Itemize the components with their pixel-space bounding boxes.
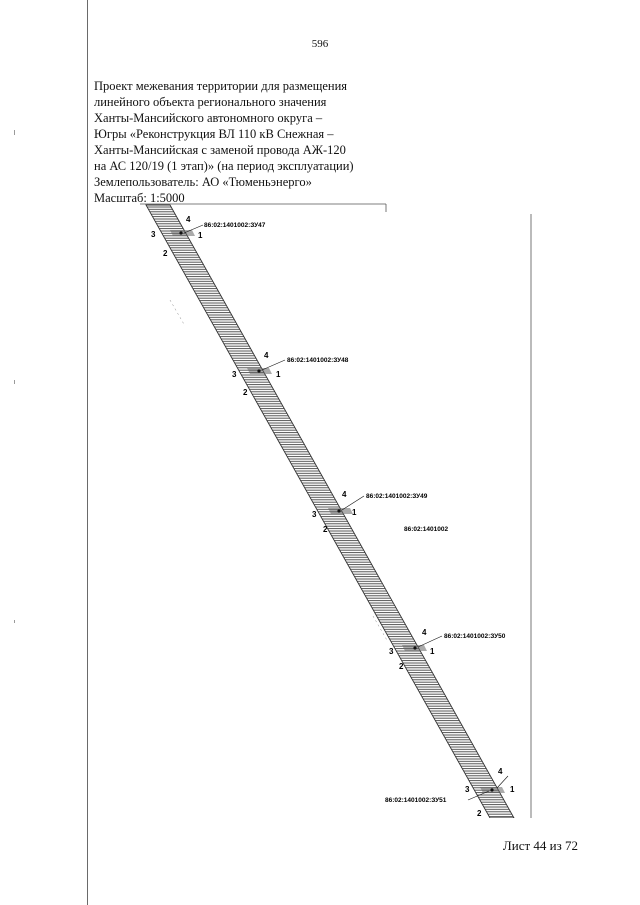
binding-margin-line: [87, 0, 88, 905]
vertex-label: 2: [323, 525, 328, 534]
parcel-label: 86:02:1401002:ЗУ50: [444, 633, 506, 640]
vertex-label: 4: [186, 215, 191, 224]
vertex-label: 1: [510, 785, 515, 794]
title-line: Ханты-Мансийская с заменой провода АЖ-12…: [94, 143, 346, 157]
parcel-label: 86:02:1401002:ЗУ49: [366, 493, 428, 500]
document-title: Проект межевания территории для размещен…: [94, 78, 394, 206]
title-line: Землепользователь: АО «Тюменьэнерго»: [94, 175, 312, 189]
scan-speck: [14, 380, 15, 384]
vertex-label: 3: [312, 510, 317, 519]
parcel-zu48: 86:02:1401002:ЗУ48 1 2 3 4: [232, 351, 349, 397]
vertex-label: 1: [430, 647, 435, 656]
page-number: 596: [311, 38, 329, 50]
vertex-label: 1: [198, 231, 203, 240]
vertex-label: 2: [243, 388, 248, 397]
parcel-zu50: 86:02:1401002:ЗУ50 1 2 3 4: [389, 628, 506, 671]
scan-speck: [14, 620, 15, 623]
vertex-label: 2: [477, 809, 482, 818]
title-line: на АС 120/19 (1 этап)» (на период эксплу…: [94, 159, 354, 173]
parcel-zu47: 86:02:1401002:ЗУ47 1 2 3 4: [151, 215, 266, 258]
vertex-label: 1: [352, 508, 357, 517]
quarter-label: 86:02:1401002: [404, 526, 448, 533]
parcel-label: 86:02:1401002:ЗУ48: [287, 357, 349, 364]
scale-label: Масштаб: 1:5000: [94, 191, 185, 205]
dashed-boundary: [372, 615, 389, 643]
vertex-label: 1: [276, 370, 281, 379]
parcel-zu51: 86:02:1401002:ЗУ51 1 2 3 4: [385, 767, 515, 818]
vertex-label: 4: [264, 351, 269, 360]
vertex-label: 3: [232, 370, 237, 379]
title-line: Югры «Реконструкция ВЛ 110 кВ Снежная –: [94, 127, 334, 141]
scan-speck: [14, 130, 15, 135]
sheet-number: Лист 44 из 72: [502, 838, 578, 853]
vertex-label: 3: [389, 647, 394, 656]
vertex-label: 3: [465, 785, 470, 794]
vertex-label: 4: [498, 767, 503, 776]
dashed-boundary: [169, 299, 186, 327]
parcel-label: 86:02:1401002:ЗУ51: [385, 797, 447, 804]
title-line: Ханты-Мансийского автономного округа –: [94, 111, 323, 125]
vertex-label: 2: [399, 662, 404, 671]
title-line: линейного объекта регионального значения: [94, 95, 327, 109]
title-line: Проект межевания территории для размещен…: [94, 79, 348, 93]
parcel-label: 86:02:1401002:ЗУ47: [204, 222, 266, 229]
vertex-label: 4: [422, 628, 427, 637]
vertex-label: 4: [342, 490, 347, 499]
parcel-zu49: 86:02:1401002:ЗУ49 1 2 3 4: [312, 490, 428, 534]
vertex-label: 3: [151, 230, 156, 239]
vertex-label: 2: [163, 249, 168, 258]
